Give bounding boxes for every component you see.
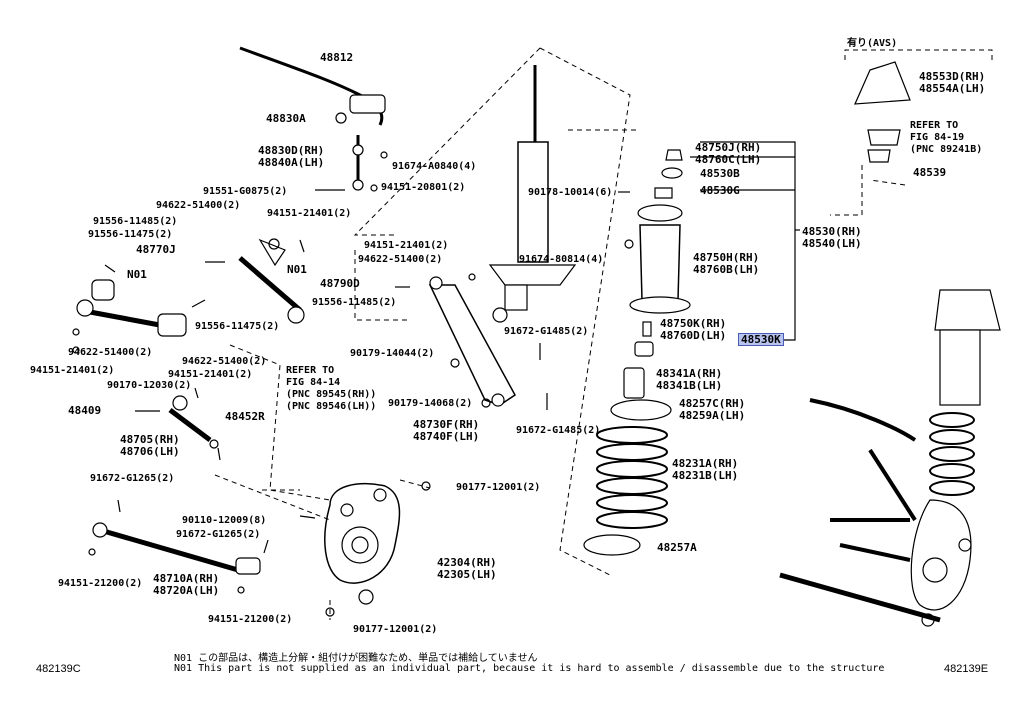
label-N01-a: N01 xyxy=(127,268,147,281)
label-90179-14068: 90179-14068(2) xyxy=(388,398,473,409)
bushing-clamp xyxy=(335,112,347,124)
label-94151-21200-a: 94151-21200(2) xyxy=(58,578,143,589)
label-91674-A0840: 91674-A0840(4) xyxy=(392,161,477,172)
label-91672-G1485-a: 91672-G1485(2) xyxy=(504,326,589,337)
label-94151-21401-d: 94151-21401(2) xyxy=(364,240,449,251)
label-48790D: 48790D xyxy=(320,277,360,290)
label-90110-12009: 90110-12009(8) xyxy=(182,515,267,526)
refer-note-2-line2: FIG 84-19 xyxy=(910,132,965,143)
label-48710A: 48710A(RH) xyxy=(153,572,220,585)
shock-body xyxy=(517,141,549,263)
label-48740F: 48740F(LH) xyxy=(413,430,480,443)
label-48530B: 48530B xyxy=(700,167,740,180)
label-94622-51400-a: 94622-51400(2) xyxy=(156,200,241,211)
label-48231B: 48231B(LH) xyxy=(672,469,739,482)
label-48830D: 48830D(RH) xyxy=(258,144,325,157)
illustration-code-left: 482139C xyxy=(36,663,81,675)
lower-insulator-48257A xyxy=(583,534,641,556)
footnote-english: N01 This part is not supplied as an indi… xyxy=(174,663,885,674)
knuckle-42304 xyxy=(324,482,401,584)
bump-stopper-48341A xyxy=(623,367,645,399)
stabilizer-bushing xyxy=(349,94,386,114)
label-94151-21200-b: 94151-21200(2) xyxy=(208,614,293,625)
label-91556-11475-b: 91556-11475(2) xyxy=(195,321,280,332)
label-90178-10014: 90178-10014(6) xyxy=(528,187,613,198)
label-48259A: 48259A(LH) xyxy=(679,409,746,422)
label-91672-G1485-b: 91672-G1485(2) xyxy=(516,425,601,436)
label-90179-14044: 90179-14044(2) xyxy=(350,348,435,359)
label-94151-21401-c: 94151-21401(2) xyxy=(168,369,253,380)
label-48750J: 48750J(RH) xyxy=(695,141,762,154)
label-N01-b: N01 xyxy=(287,263,307,276)
label-91551-G0875: 91551-G0875(2) xyxy=(203,186,288,197)
label-48812: 48812 xyxy=(320,51,354,64)
avs-label: 有り(AVS) xyxy=(847,38,898,49)
label-48770J: 48770J xyxy=(136,243,176,256)
refer-note-2-line3: (PNC 89241B) xyxy=(910,144,983,155)
label-94151-21401-a: 94151-21401(2) xyxy=(267,208,352,219)
label-91672-G1265-a: 91672-G1265(2) xyxy=(90,473,175,484)
label-48553D: 48553D(RH) xyxy=(919,70,986,83)
label-94151-20801: 94151-20801(2) xyxy=(381,182,466,193)
assembled-suspension-view xyxy=(779,289,1001,627)
lower-arm-48710A xyxy=(99,527,239,573)
label-91556-11485-a: 91556-11485(2) xyxy=(93,216,178,227)
label-48705: 48705(RH) xyxy=(120,433,180,446)
label-48706: 48706(LH) xyxy=(120,445,180,458)
label-48257A: 48257A xyxy=(657,541,697,554)
label-91556-11475-a: 91556-11475(2) xyxy=(88,229,173,240)
label-48530K-highlighted[interactable]: 48530K xyxy=(738,333,784,346)
upper-arm-48790D xyxy=(238,256,302,312)
arm-48770J xyxy=(89,309,166,329)
label-48530: 48530(RH) xyxy=(802,225,862,238)
label-48760C: 48760C(LH) xyxy=(695,153,762,166)
coil-spring-48231A xyxy=(596,426,668,529)
refer-note-1-line1: REFER TO xyxy=(286,365,335,376)
label-91672-G1265-b: 91672-G1265(2) xyxy=(176,529,261,540)
refer-note-1-line3: (PNC 89545(RH)) xyxy=(286,389,377,400)
label-48540: 48540(LH) xyxy=(802,237,862,250)
label-94622-51400-c: 94622-51400(2) xyxy=(182,356,267,367)
label-94622-51400-d: 94622-51400(2) xyxy=(358,254,443,265)
insulator-48257C xyxy=(610,399,672,421)
upper-support-48750H xyxy=(639,224,681,301)
refer-note-1-line2: FIG 84-14 xyxy=(286,377,341,388)
label-94622-51400-b: 94622-51400(2) xyxy=(68,347,153,358)
label-94151-21401-b: 94151-21401(2) xyxy=(30,365,115,376)
label-48720A: 48720A(LH) xyxy=(153,584,220,597)
label-91556-11485-b: 91556-11485(2) xyxy=(312,297,397,308)
refer-note-1-line4: (PNC 89546(LH)) xyxy=(286,401,377,412)
label-48341A: 48341A(RH) xyxy=(656,367,723,380)
label-48341B: 48341B(LH) xyxy=(656,379,723,392)
label-90177-12001-b: 90177-12001(2) xyxy=(456,482,541,493)
avs-cover-48553D xyxy=(854,61,911,105)
label-48231A: 48231A(RH) xyxy=(672,457,739,470)
label-48530G: 48530G xyxy=(700,184,740,197)
label-48840A: 48840A(LH) xyxy=(258,156,325,169)
label-48760D: 48760D(LH) xyxy=(660,329,727,342)
footnote-japanese: N01 この部品は、構造上分解・組付けが困難なため、単品では補給していません xyxy=(174,653,538,664)
label-90170-12030: 90170-12030(2) xyxy=(107,380,192,391)
label-48539: 48539 xyxy=(913,166,947,179)
illustration-code-right: 482139E xyxy=(944,663,989,675)
label-48257C: 48257C(RH) xyxy=(679,397,746,410)
label-90177-12001-a: 90177-12001(2) xyxy=(353,624,438,635)
label-42305: 42305(LH) xyxy=(437,568,497,581)
label-91674-80814: 91674-80814(4) xyxy=(519,254,604,265)
refer-note-2-line1: REFER TO xyxy=(910,120,959,131)
label-48750H: 48750H(RH) xyxy=(693,251,760,264)
label-48830A: 48830A xyxy=(266,112,306,125)
label-48760B: 48760B(LH) xyxy=(693,263,760,276)
lower-arm-48730F xyxy=(428,284,516,406)
label-48750K: 48750K(RH) xyxy=(660,317,727,330)
label-48452R: 48452R xyxy=(225,410,265,423)
label-48730F: 48730F(RH) xyxy=(413,418,480,431)
label-48554A: 48554A(LH) xyxy=(919,82,986,95)
stabilizer-bar xyxy=(239,46,384,126)
label-48409: 48409 xyxy=(68,404,102,417)
label-42304: 42304(RH) xyxy=(437,556,497,569)
